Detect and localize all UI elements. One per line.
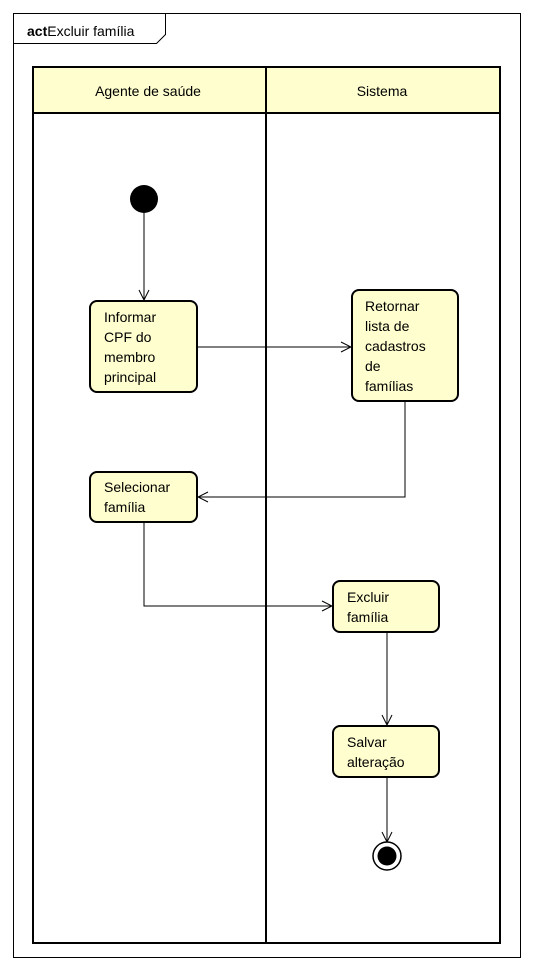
action-retornar-lista [351,289,459,402]
text-line: lista de [365,318,410,334]
frame-name-tab [13,13,166,44]
diagram-frame [13,13,521,958]
action-label-excluir-familia: Excluir família [347,587,389,627]
lane-title-agente: Agente de saúde [95,83,201,99]
text-line: famílias [365,378,414,394]
text-line: cadastros [365,338,426,354]
action-label-retornar-lista: Retornar lista de cadastros de famílias [365,296,426,396]
action-label-selecionar-familia: Selecionar família [104,477,170,517]
lane-header-sistema [266,67,500,113]
action-label-informar-cpf: Informar CPF do membro principal [104,307,156,387]
text-line: Salvar [347,734,387,750]
action-salvar-alteracao [332,725,440,778]
text-line: CPF do [104,329,152,345]
flow-selecionar-to-excluir [143,523,332,606]
text-line: Informar [104,309,157,325]
action-excluir-familia [332,580,440,633]
flow-retornar-to-selecionar [198,402,406,497]
text-line: principal [104,369,157,385]
text-line: alteração [347,754,405,770]
text-line: família [347,609,389,625]
action-informar-cpf [89,300,198,393]
text-line: Retornar [365,298,420,314]
final-node-core [377,846,397,866]
frame-name: Excluir família [47,23,134,39]
frame-title: actExcluir família [27,23,135,39]
lane-title-sistema: Sistema [357,83,408,99]
text-line: Selecionar [104,479,171,495]
initial-node [130,185,158,213]
text-line: de [365,358,381,374]
lane-header-agente [33,67,266,113]
text-line: membro [104,349,156,365]
text-line: Excluir [347,589,390,605]
frame-keyword: act [27,23,48,39]
action-label-salvar-alteracao: Salvar alteração [347,732,405,772]
text-line: família [104,499,146,515]
